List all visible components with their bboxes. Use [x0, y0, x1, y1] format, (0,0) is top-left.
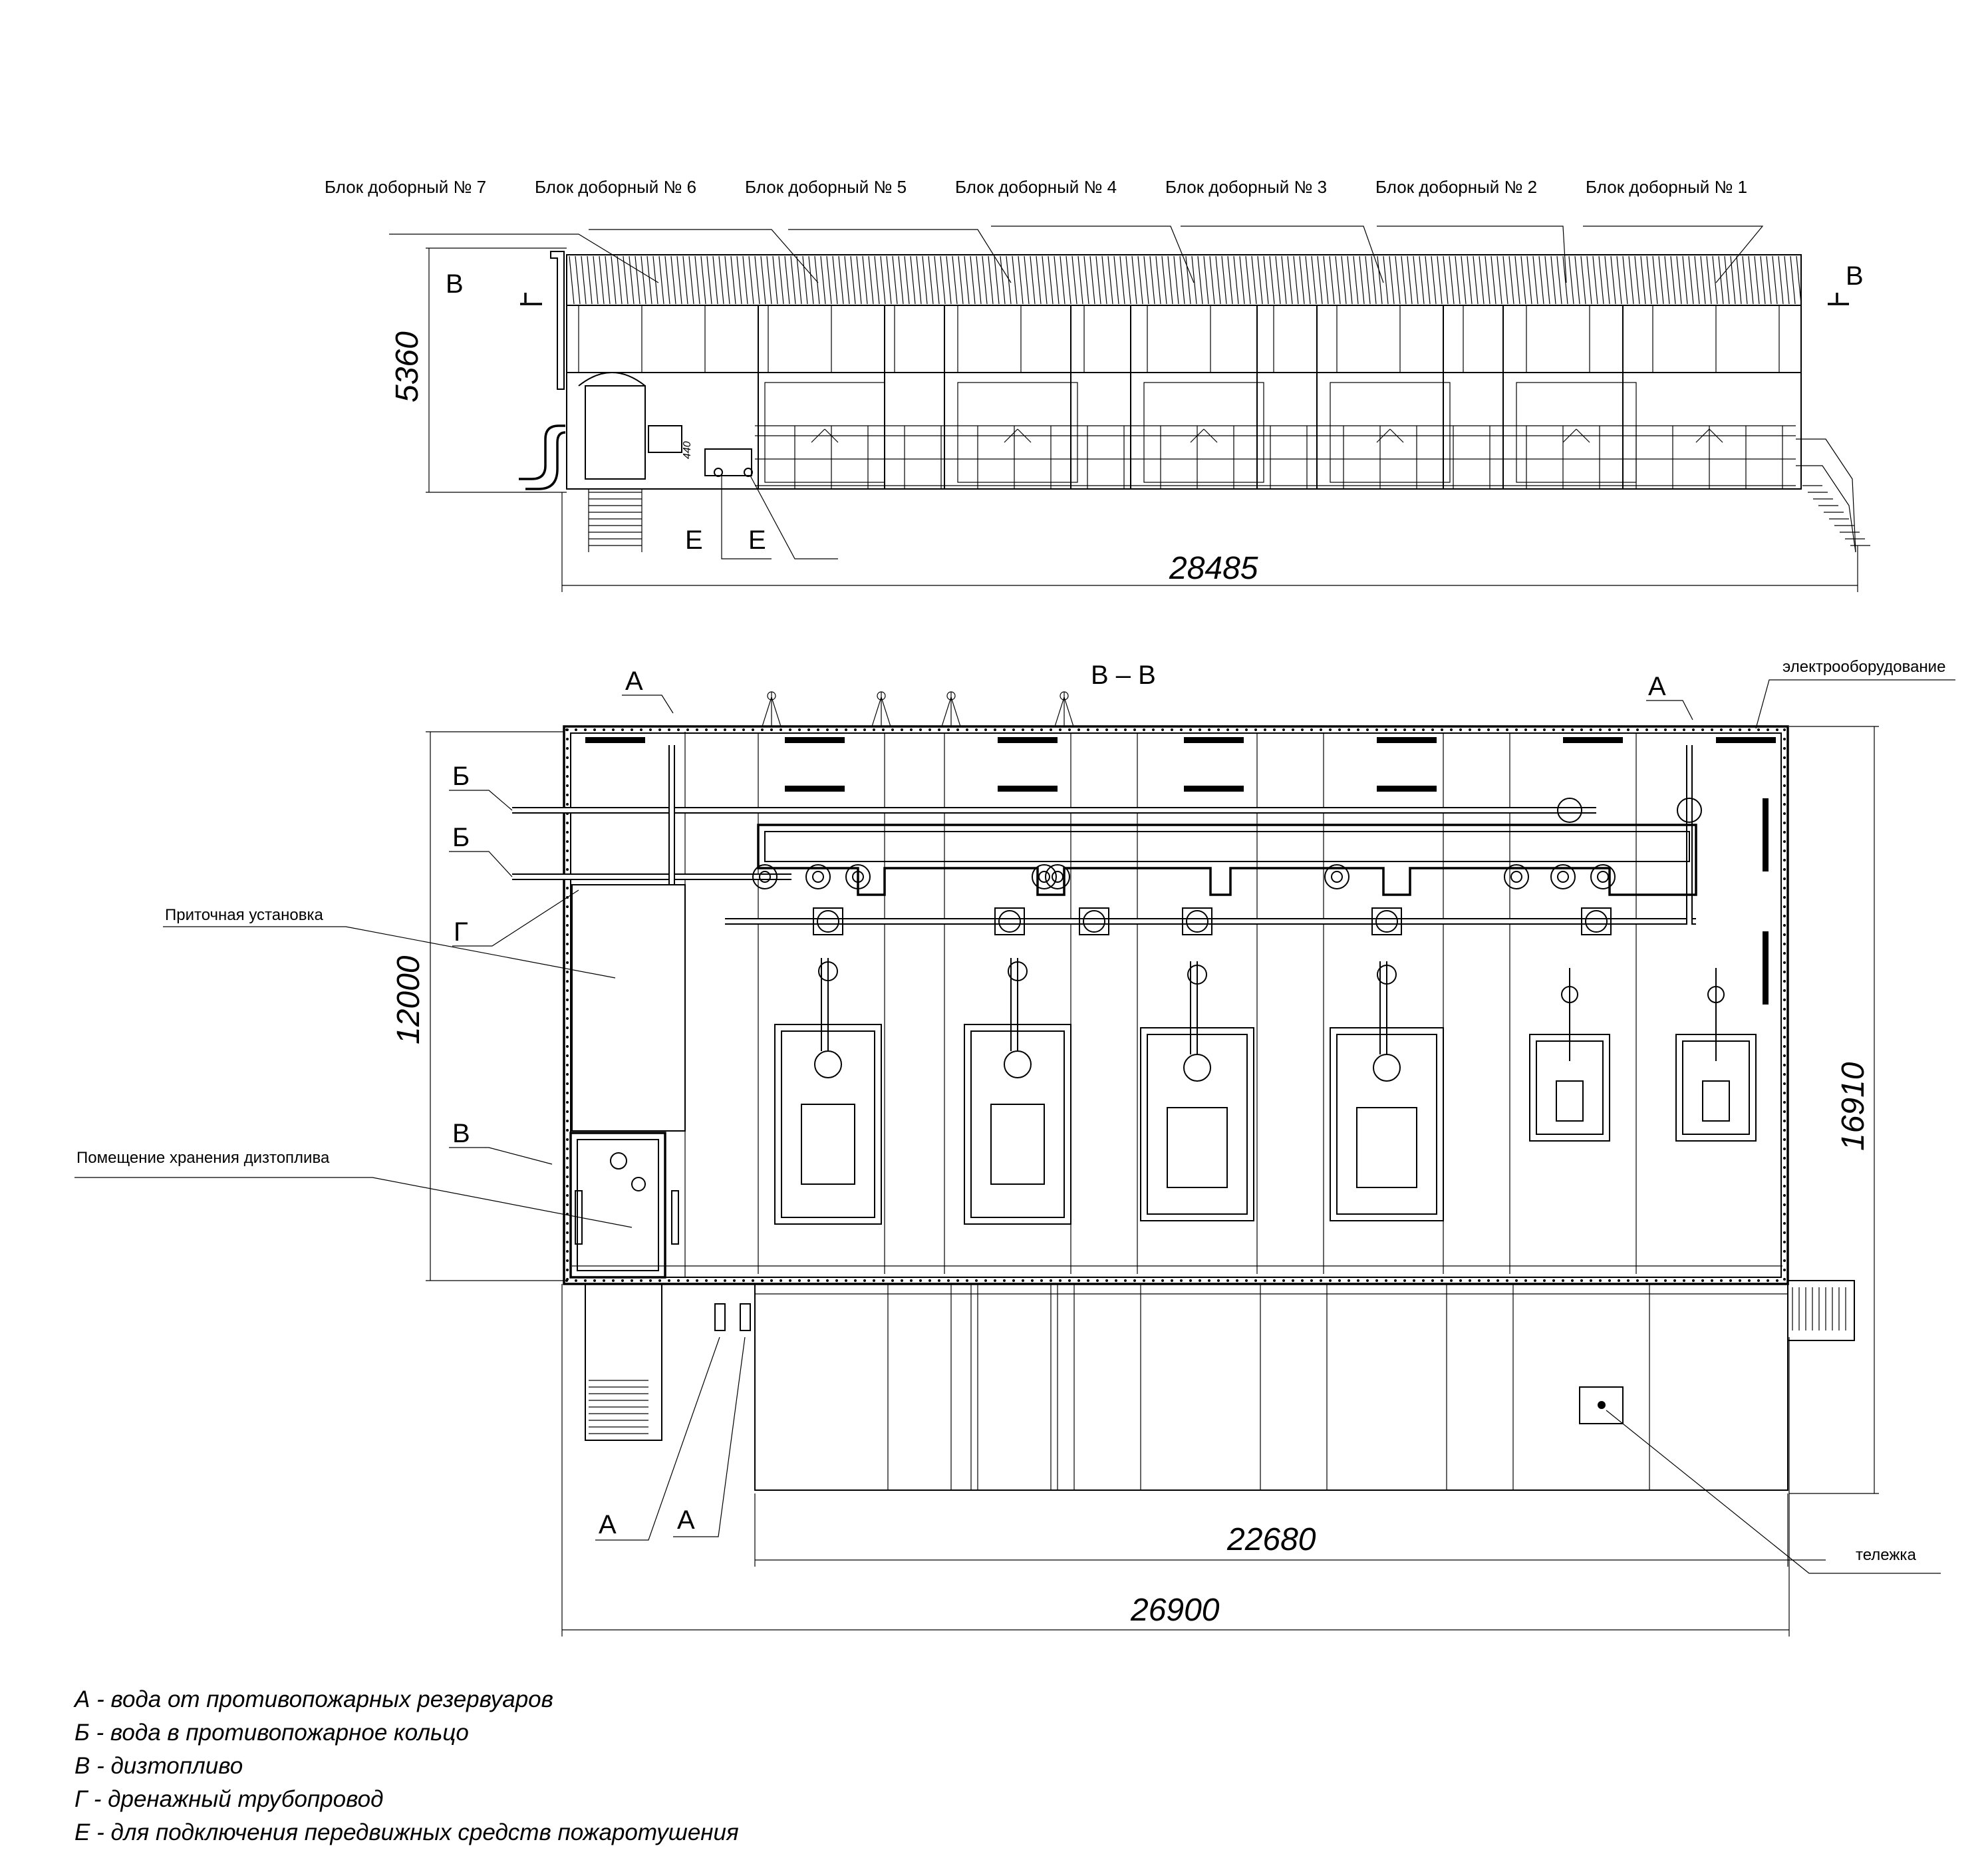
plan-right-stair	[1787, 1280, 1855, 1341]
collector-manifold	[757, 824, 1697, 896]
section-mark-left: В	[446, 269, 464, 299]
legend-item-a: А - вода от противопожарных резервуаров	[74, 1686, 553, 1712]
annex	[754, 1283, 1788, 1491]
right-stair	[1796, 438, 1870, 553]
block-label-7: Блок доборный № 7	[325, 177, 486, 197]
label-g: Г	[454, 917, 468, 947]
dim-width-16910: 16910	[1836, 1062, 1871, 1151]
main-pipes	[512, 745, 1696, 925]
legend-item-b: Б - вода в противопожарное кольцо	[74, 1720, 469, 1746]
callout-trolley: тележка	[1856, 1546, 1916, 1564]
label-b-1: Б	[452, 762, 470, 791]
block-label-6: Блок доборный № 6	[535, 177, 696, 197]
module-partitions	[572, 732, 1782, 1277]
top-vents	[585, 737, 1776, 1005]
fuel-storage-room	[569, 1132, 666, 1279]
section-mark-right: В	[1846, 261, 1864, 291]
callout-electrical: электрооборудование	[1782, 658, 1945, 676]
dim-length-28485: 28485	[1169, 551, 1258, 586]
pump-skids	[774, 958, 1757, 1225]
plan-view: В – В	[74, 658, 1955, 1637]
label-v: В	[452, 1119, 470, 1148]
legend-item-e: Е - для подключения передвижных средств …	[74, 1819, 739, 1845]
elevation-view: Блок доборный № 7 Блок доборный № 6 Блок…	[325, 177, 1870, 592]
dim-total-length-26900: 26900	[1130, 1593, 1220, 1628]
block-label-2: Блок доборный № 2	[1375, 177, 1537, 197]
legend: А - вода от противопожарных резервуаров …	[74, 1683, 1006, 1849]
platform-railing	[755, 425, 1796, 489]
label-a-top-left: А	[625, 667, 643, 696]
label-a-bottom-1: А	[599, 1510, 617, 1539]
dim-inner-length-22680: 22680	[1226, 1522, 1316, 1557]
label-a-top-right: А	[1648, 672, 1666, 701]
legend-item-v: В - дизтопливо	[74, 1753, 243, 1779]
roof-hatch	[569, 255, 1802, 305]
block-labels: Блок доборный № 7 Блок доборный № 6 Блок…	[325, 177, 1747, 197]
trolley	[1579, 1386, 1624, 1424]
roof-fans	[762, 691, 1074, 727]
block-label-5: Блок доборный № 5	[745, 177, 907, 197]
building-wall	[566, 305, 1802, 490]
label-a-bottom-2: А	[677, 1505, 695, 1535]
section-title: В – В	[1091, 661, 1156, 690]
annex-columns	[755, 1284, 1788, 1490]
label-e-1: Е	[685, 526, 703, 555]
manifold-valves	[752, 798, 1702, 935]
supply-unit-area	[571, 884, 686, 1132]
wall-columns	[758, 305, 1624, 489]
block-label-3: Блок доборный № 3	[1165, 177, 1327, 197]
wall-dots	[565, 728, 1786, 1282]
block-label-1: Блок доборный № 1	[1586, 177, 1747, 197]
plan-left-stair	[585, 1283, 662, 1441]
entrance-door	[585, 385, 646, 480]
wall-panels	[578, 305, 1780, 483]
block-leaders	[389, 226, 1764, 283]
block-label-4: Блок доборный № 4	[955, 177, 1117, 197]
label-b-2: Б	[452, 823, 470, 852]
dim-height-5360: 5360	[390, 331, 425, 402]
dim-440: 440	[682, 441, 693, 459]
callout-supply-unit: Приточная установка	[165, 906, 323, 924]
legend-item-g: Г - дренажный трубопровод	[74, 1786, 384, 1812]
entrance-stair	[588, 489, 642, 552]
dim-width-12000: 12000	[391, 955, 426, 1044]
label-e-2: Е	[748, 526, 766, 555]
callout-fuel-storage: Помещение хранения дизтоплива	[76, 1149, 330, 1167]
